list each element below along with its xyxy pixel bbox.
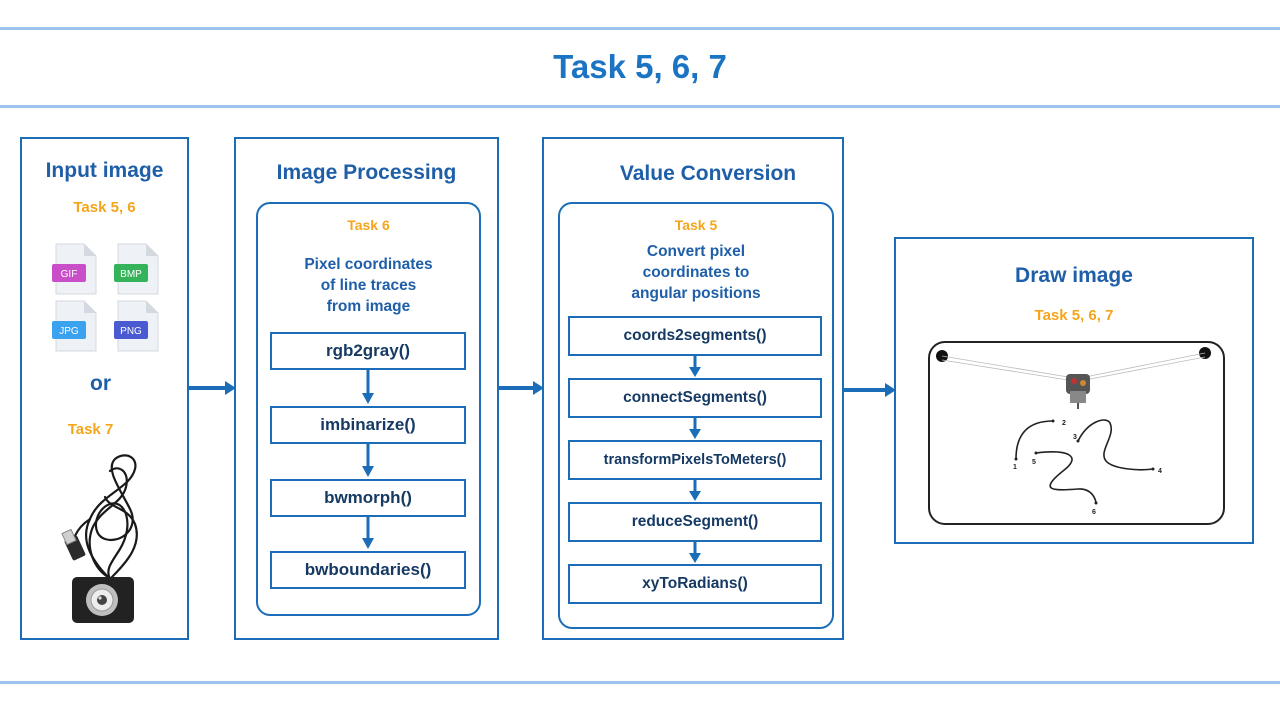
processing-inner-box: Task 6 Pixel coordinates of line traces … [256,202,481,616]
rgb2gray-function: rgb2gray() [270,332,466,370]
processing-task-label: Task 6 [347,217,390,233]
bmp-file-icon: BMP [114,242,160,301]
point-label-5: 5 [1032,459,1036,466]
conversion-desc-line-1: Convert pixel [646,243,746,260]
gif-file-icon: GIF [52,242,98,301]
point-label-6: 6 [1092,509,1096,516]
draw-image-panel: Draw image Task 5, 6, 7 [894,237,1254,544]
top-rule [0,27,1280,30]
transformpixelstometers-function: transformPixelsToMeters() [568,440,822,480]
processing-desc-line-1: Pixel coordinates [304,256,433,273]
webcam-icon [50,449,170,634]
png-label: PNG [120,326,142,337]
imbinarize-function: imbinarize() [270,406,466,444]
processing-panel-title: Image Processing [276,161,457,184]
plotter-robot [1066,374,1090,409]
connectsegments-function: connectSegments() [568,378,822,418]
conversion-description: Convert pixel coordinates to angular pos… [560,241,832,304]
or-label: or [90,372,111,395]
conversion-inner-box: Task 5 Convert pixel coordinates to angu… [558,202,834,629]
input-image-panel: Input image Task 5, 6 GIF BMP JPG [20,137,189,640]
conversion-task-label: Task 5 [674,217,718,233]
value-conversion-panel: Value Conversion Task 5 Convert pixel co… [542,137,844,640]
input-panel-title: Input image [45,159,164,182]
image-processing-panel: Image Processing Task 6 Pixel coordinate… [234,137,499,640]
draw-panel-title: Draw image [1015,264,1133,287]
drawing-board: 1 2 3 4 5 6 [928,341,1226,532]
point-label-1: 1 [1013,464,1017,471]
drawn-path [1015,419,1154,504]
png-file-icon: PNG [114,299,160,358]
processing-desc-line-3: from image [326,298,411,315]
jpg-file-icon: JPG [52,299,98,358]
reducesegment-function: reduceSegment() [568,502,822,542]
input-task-bottom-label: Task 7 [67,421,114,438]
point-label-3: 3 [1073,434,1077,441]
coords2segments-function: coords2segments() [568,316,822,356]
bwmorph-function: bwmorph() [270,479,466,517]
conversion-panel-title: Value Conversion [619,162,797,185]
bwboundaries-function: bwboundaries() [270,551,466,589]
input-task-top-label: Task 5, 6 [73,199,136,216]
bottom-rule [0,681,1280,684]
title-underline [0,105,1280,108]
processing-desc-line-2: of line traces [320,277,417,294]
bmp-label: BMP [120,269,142,280]
path-points [1014,419,1155,505]
gif-label: GIF [61,269,78,280]
point-label-2: 2 [1062,420,1066,427]
page-title: Task 5, 6, 7 [553,48,727,85]
jpg-label: JPG [59,326,79,337]
point-label-4: 4 [1158,468,1162,475]
conversion-desc-line-3: angular positions [631,285,761,302]
draw-task-label: Task 5, 6, 7 [1034,307,1114,324]
xytoradians-function: xyToRadians() [568,564,822,604]
conversion-desc-line-2: coordinates to [642,264,750,281]
processing-description: Pixel coordinates of line traces from im… [258,254,479,317]
